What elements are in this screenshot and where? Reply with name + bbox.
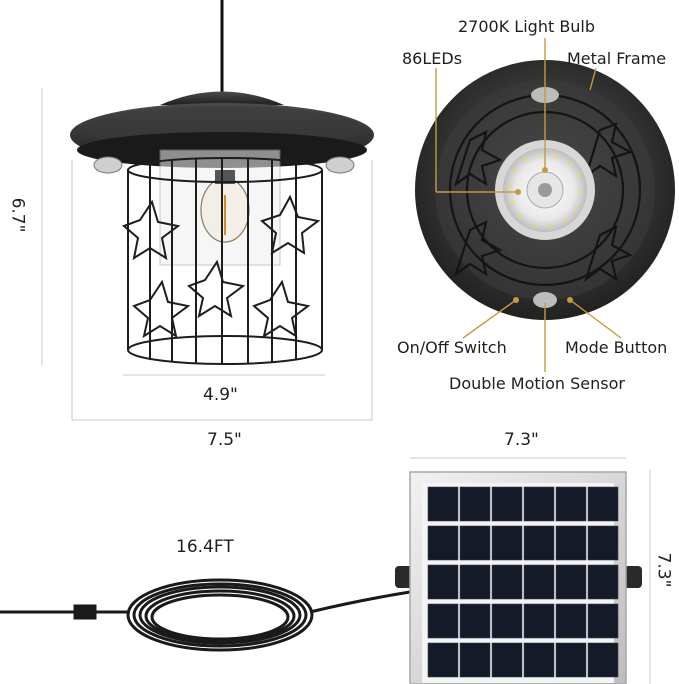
lamp-dimension-lines bbox=[41, 88, 373, 421]
solar-cell bbox=[523, 603, 555, 639]
light-bulb-label: 2700K Light Bulb bbox=[458, 17, 596, 36]
solar-cell bbox=[587, 525, 619, 561]
solar-cell bbox=[587, 603, 619, 639]
mode-button-label: Mode Button bbox=[565, 338, 668, 357]
solar-panel bbox=[395, 457, 651, 684]
callout-lines bbox=[435, 38, 622, 372]
solar-cell bbox=[555, 642, 587, 678]
solar-cell bbox=[459, 525, 491, 561]
motion-sensor-left bbox=[93, 156, 123, 174]
motion-sensor-bottom bbox=[533, 292, 557, 308]
solar-cell bbox=[459, 642, 491, 678]
solar-cell bbox=[555, 564, 587, 600]
panel-width-label: 7.3" bbox=[504, 430, 539, 450]
solar-cell bbox=[427, 486, 459, 522]
lantern-lamp bbox=[41, 0, 374, 421]
solar-cells bbox=[427, 486, 619, 678]
solar-cell bbox=[555, 603, 587, 639]
on-off-switch-label: On/Off Switch bbox=[397, 338, 507, 357]
shade-width-label: 7.5" bbox=[207, 430, 242, 450]
cable-coil bbox=[0, 578, 411, 652]
solar-cell bbox=[523, 486, 555, 522]
solar-cell bbox=[459, 603, 491, 639]
panel-height-label: 7.3" bbox=[653, 552, 674, 588]
solar-cell bbox=[587, 564, 619, 600]
cage-width-label: 4.9" bbox=[203, 385, 238, 405]
solar-cell bbox=[587, 642, 619, 678]
solar-cell bbox=[523, 642, 555, 678]
solar-cell bbox=[491, 642, 523, 678]
solar-cell bbox=[427, 603, 459, 639]
lamp-height-label: 6.7" bbox=[7, 197, 28, 233]
metal-cage bbox=[122, 157, 323, 365]
solar-cell bbox=[459, 564, 491, 600]
solar-cell bbox=[427, 564, 459, 600]
solar-cell bbox=[555, 525, 587, 561]
motion-sensor-label: Double Motion Sensor bbox=[449, 374, 625, 393]
solar-cell bbox=[491, 603, 523, 639]
metal-frame-label: Metal Frame bbox=[567, 49, 667, 68]
solar-cell bbox=[459, 486, 491, 522]
solar-cell bbox=[523, 525, 555, 561]
solar-cell bbox=[491, 564, 523, 600]
solar-cell bbox=[555, 486, 587, 522]
lamp-dome bbox=[160, 91, 284, 105]
solar-cell bbox=[427, 642, 459, 678]
panel-knob-left bbox=[395, 566, 413, 588]
solar-cell bbox=[491, 525, 523, 561]
solar-cell bbox=[491, 486, 523, 522]
bottom-view bbox=[415, 38, 675, 372]
solar-cell bbox=[523, 564, 555, 600]
cable-length-label: 16.4FT bbox=[176, 537, 234, 557]
motion-sensor-right bbox=[325, 156, 355, 174]
solar-cell bbox=[587, 486, 619, 522]
panel-dimension-lines bbox=[410, 457, 651, 684]
leds-label: 86LEDs bbox=[402, 49, 463, 68]
solar-cell bbox=[427, 525, 459, 561]
panel-knob-right bbox=[624, 566, 642, 588]
